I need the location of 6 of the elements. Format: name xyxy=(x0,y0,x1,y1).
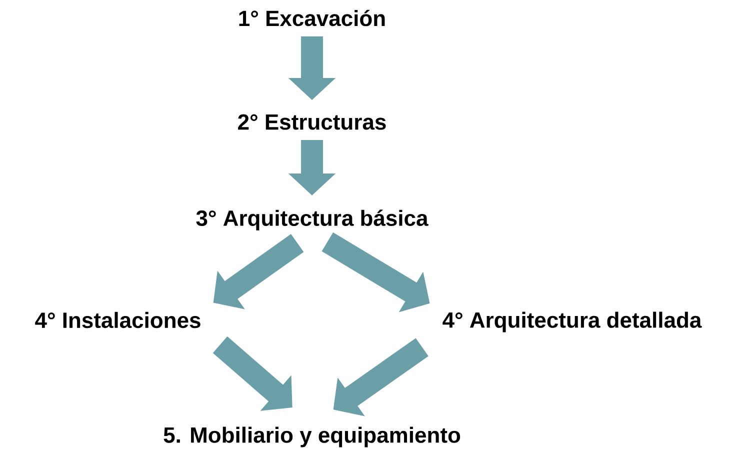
step-label: 1° Excavación xyxy=(239,10,385,26)
step-label: 4° Arquitectura detallada xyxy=(442,312,702,332)
step-label: 4° Instalaciones xyxy=(35,312,200,328)
step-label: 5. Mobiliario y equipamiento xyxy=(164,426,460,448)
step-label: 3° Arquitectura básica xyxy=(196,210,428,230)
step-label: 2° Estructuras xyxy=(238,114,386,130)
